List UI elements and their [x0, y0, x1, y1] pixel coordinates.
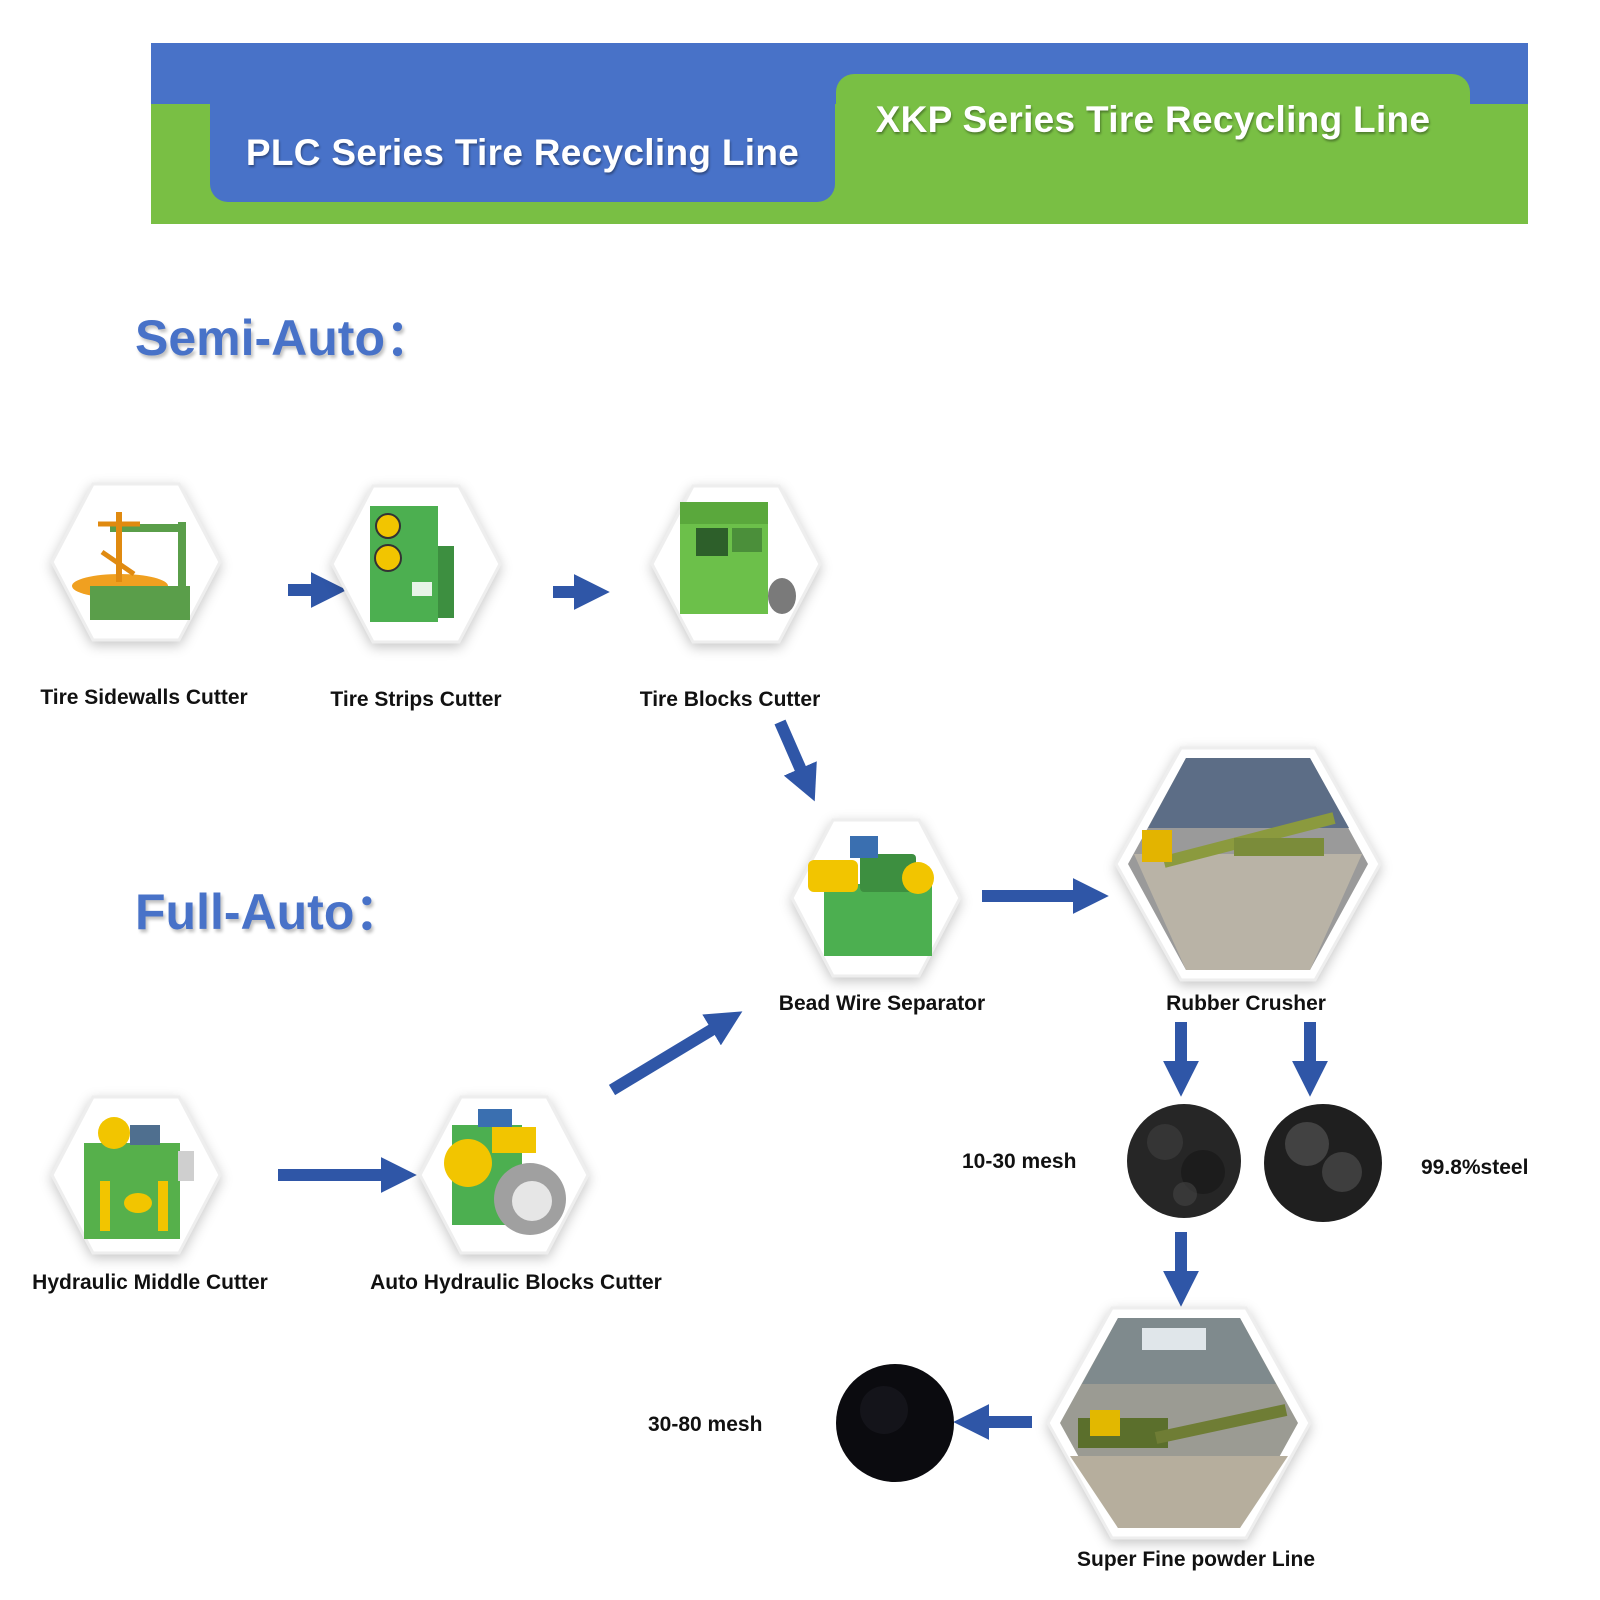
tab-plc-series[interactable]: PLC Series Tire Recycling Line [210, 104, 835, 202]
hydraulic-middle-cutter-node[interactable] [50, 1095, 222, 1255]
rubber-crusher-label: Rubber Crusher [1166, 992, 1326, 1015]
mesh-10-30-granules [1125, 1102, 1243, 1225]
mesh-30-80-label: 30-80 mesh [648, 1413, 763, 1436]
rubber-crusher-image [1114, 746, 1382, 982]
hydraulic-middle-cutter-image [50, 1095, 222, 1255]
auto-hydraulic-blocks-cutter-node[interactable] [418, 1095, 590, 1255]
auto-hydraulic-blocks-cutter-image [418, 1095, 590, 1255]
super-fine-powder-label: Super Fine powder Line [1076, 1548, 1316, 1571]
auto-hydraulic-blocks-cutter-label: Auto Hydraulic Blocks Cutter [370, 1271, 662, 1294]
tab-xkp-series[interactable]: XKP Series Tire Recycling Line [836, 74, 1470, 166]
rubber-powder-image [836, 1364, 954, 1482]
sidewalls-cutter-label: Tire Sidewalls Cutter [40, 686, 248, 709]
bead-wire-separator-label: Bead Wire Separator [778, 992, 986, 1015]
bead-wire-separator-node[interactable] [790, 818, 962, 978]
bead-wire-separator-image [790, 818, 962, 978]
blocks-cutter-node[interactable] [650, 484, 822, 644]
rubber-crusher-node[interactable] [1114, 746, 1382, 982]
semi-auto-heading: Semi-Auto： [135, 310, 435, 366]
steel-wire-output [1262, 1102, 1384, 1229]
sidewalls-cutter-node[interactable] [50, 482, 222, 642]
blocks-cutter-label: Tire Blocks Cutter [639, 688, 821, 711]
hydraulic-middle-cutter-label: Hydraulic Middle Cutter [32, 1271, 268, 1294]
mesh-30-80-powder [834, 1362, 956, 1489]
steel-label: 99.8%steel [1421, 1156, 1529, 1179]
arrow-blocks-to-bead [774, 719, 817, 802]
rubber-granules-image [1127, 1104, 1241, 1218]
steel-wire-image [1264, 1104, 1382, 1222]
strips-cutter-label: Tire Strips Cutter [330, 688, 502, 711]
sidewalls-cutter-image [50, 482, 222, 642]
blocks-cutter-image [650, 484, 822, 644]
strips-cutter-image [330, 484, 502, 644]
super-fine-powder-node[interactable] [1046, 1306, 1312, 1540]
super-fine-powder-image [1046, 1306, 1312, 1540]
strips-cutter-node[interactable] [330, 484, 502, 644]
full-auto-heading: Full-Auto： [135, 884, 405, 940]
arrow-autoblocks-to-bead [608, 1011, 743, 1096]
header-banner: PLC Series Tire Recycling Line XKP Serie… [151, 43, 1528, 224]
mesh-10-30-label: 10-30 mesh [962, 1150, 1077, 1173]
